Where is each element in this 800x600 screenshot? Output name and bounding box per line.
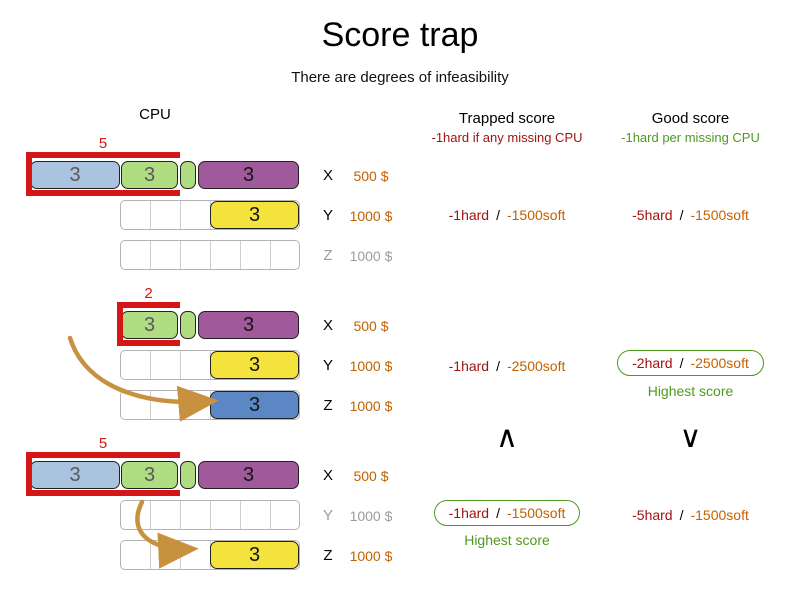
overload-amount: 5	[98, 435, 108, 452]
computer-label: Y	[322, 357, 333, 374]
score-separator: /	[679, 507, 684, 523]
cpu-capacity-grid	[120, 500, 300, 530]
computer-cost: 1000 $	[349, 548, 393, 564]
process-block-small	[180, 461, 196, 489]
soft-score: -1500soft	[690, 207, 749, 223]
hard-score: -1hard	[448, 358, 490, 374]
computer-label: Z	[323, 247, 333, 264]
hard-score: -5hard	[632, 507, 673, 523]
trapped-score-group2: -1hard / -2500soft	[412, 358, 602, 374]
process-block: 3	[210, 391, 299, 419]
process-block: 3	[210, 541, 299, 569]
process-block: 3	[30, 161, 120, 189]
computer-cost: 500 $	[353, 468, 389, 484]
trapped-score-group3: -1hard / -1500soft	[412, 500, 602, 526]
score-separator: /	[679, 207, 684, 223]
good-score-group2: -2hard / -2500soft	[598, 350, 783, 376]
trapped-score-group1: -1hard / -1500soft	[412, 207, 602, 223]
process-block: 3	[210, 201, 299, 229]
process-block: 3	[121, 461, 178, 489]
hard-score: -2hard	[632, 355, 673, 371]
process-block: 3	[121, 161, 178, 189]
process-block: 3	[198, 161, 299, 189]
hard-score: -1hard	[448, 505, 490, 521]
overload-amount: 2	[144, 285, 153, 302]
computer-label: X	[322, 167, 333, 184]
cpu-capacity-grid	[120, 240, 300, 270]
trapped-score-header: Trapped score	[458, 110, 556, 127]
good-score-subheader: -1hard per missing CPU	[621, 130, 760, 145]
overload-amount: 5	[98, 135, 108, 152]
process-block-small	[180, 311, 196, 339]
trapped-comparison-symbol: ∧	[496, 421, 518, 454]
process-block: 3	[210, 351, 299, 379]
overload-bracket	[26, 152, 180, 196]
good-score-group1: -5hard / -1500soft	[598, 207, 783, 223]
process-block: 3	[30, 461, 120, 489]
good-score-header: Good score	[651, 110, 730, 127]
hard-score: -1hard	[448, 207, 490, 223]
score-separator: /	[679, 355, 684, 371]
computer-label: Y	[322, 207, 333, 224]
trapped-score-subheader: -1hard if any missing CPU	[431, 130, 583, 145]
overload-bracket	[26, 452, 180, 496]
computer-cost: 1000 $	[349, 248, 393, 264]
computer-cost: 1000 $	[349, 508, 393, 524]
computer-label: X	[322, 317, 333, 334]
computer-cost: 1000 $	[349, 208, 393, 224]
computer-cost: 1000 $	[349, 398, 393, 414]
score-separator: /	[496, 505, 500, 521]
soft-score: -2500soft	[690, 355, 749, 371]
soft-score: -1500soft	[506, 505, 566, 521]
process-block: 3	[198, 311, 299, 339]
soft-score: -2500soft	[506, 358, 566, 374]
soft-score: -1500soft	[690, 507, 749, 523]
page-subtitle: There are degrees of infeasibility	[291, 69, 509, 86]
soft-score: -1500soft	[506, 207, 566, 223]
hard-score: -5hard	[632, 207, 673, 223]
computer-label: Z	[323, 547, 333, 564]
highest-score-box: -1hard / -1500soft	[433, 500, 581, 526]
highest-score-note: Highest score	[464, 532, 550, 548]
process-block-small	[180, 161, 196, 189]
computer-label: Y	[322, 507, 333, 524]
highest-score-note: Highest score	[647, 383, 734, 399]
computer-cost: 500 $	[353, 318, 389, 334]
good-score-group3: -5hard / -1500soft	[598, 507, 783, 523]
page-title: Score trap	[321, 16, 479, 54]
computer-cost: 1000 $	[349, 358, 393, 374]
computer-label: X	[322, 467, 333, 484]
score-separator: /	[496, 207, 500, 223]
process-block: 3	[198, 461, 299, 489]
computer-label: Z	[323, 397, 333, 414]
computer-cost: 500 $	[353, 168, 389, 184]
cpu-column-header: CPU	[139, 106, 171, 123]
highest-score-box: -2hard / -2500soft	[617, 350, 764, 376]
score-separator: /	[496, 358, 500, 374]
overload-bracket	[117, 302, 180, 346]
good-comparison-symbol: ∨	[679, 421, 702, 454]
